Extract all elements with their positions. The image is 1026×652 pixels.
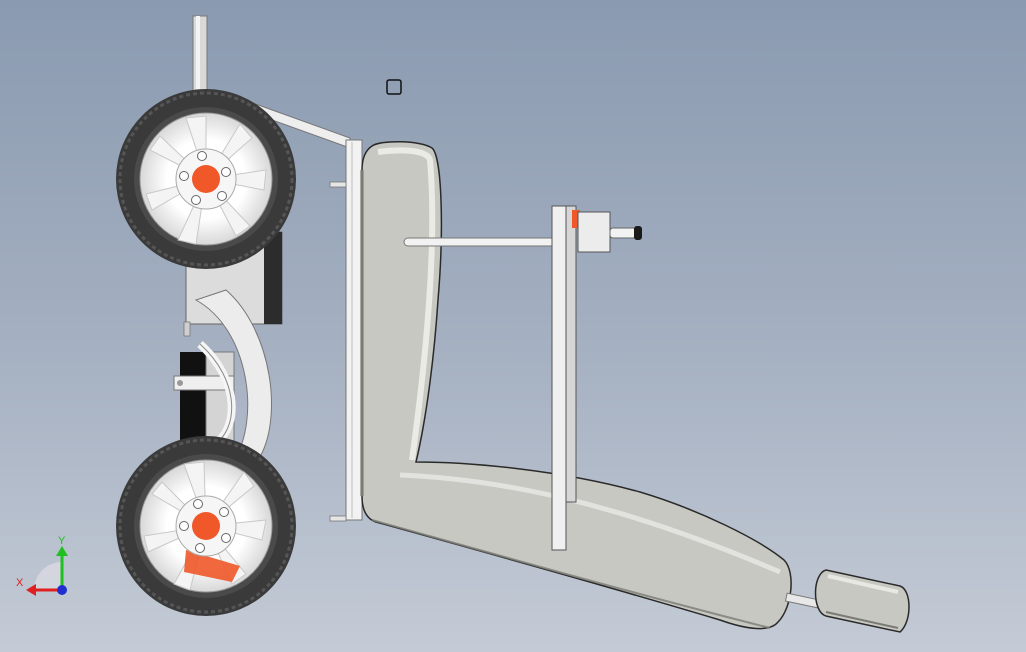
chassis-body[interactable] <box>173 231 283 461</box>
wheel-hub-icon <box>192 512 220 540</box>
handle-post[interactable] <box>192 15 208 99</box>
square-marker-icon <box>386 79 402 95</box>
x-axis-label: X <box>16 577 24 589</box>
seat-cushion[interactable] <box>360 140 792 630</box>
side-frame-bar[interactable] <box>329 139 363 522</box>
wheel-hub-icon <box>192 165 220 193</box>
wheel-bottom[interactable] <box>116 436 296 616</box>
side-plate[interactable] <box>551 205 580 551</box>
connector-block[interactable] <box>577 211 642 253</box>
y-axis-label: Y <box>58 535 66 547</box>
bolt-icon <box>329 181 347 188</box>
footrest[interactable] <box>784 569 910 633</box>
axle-rod[interactable] <box>403 237 565 247</box>
wheel-top[interactable] <box>116 89 296 269</box>
bolt-icon <box>329 515 347 522</box>
axis-triad: Y X <box>16 535 68 596</box>
